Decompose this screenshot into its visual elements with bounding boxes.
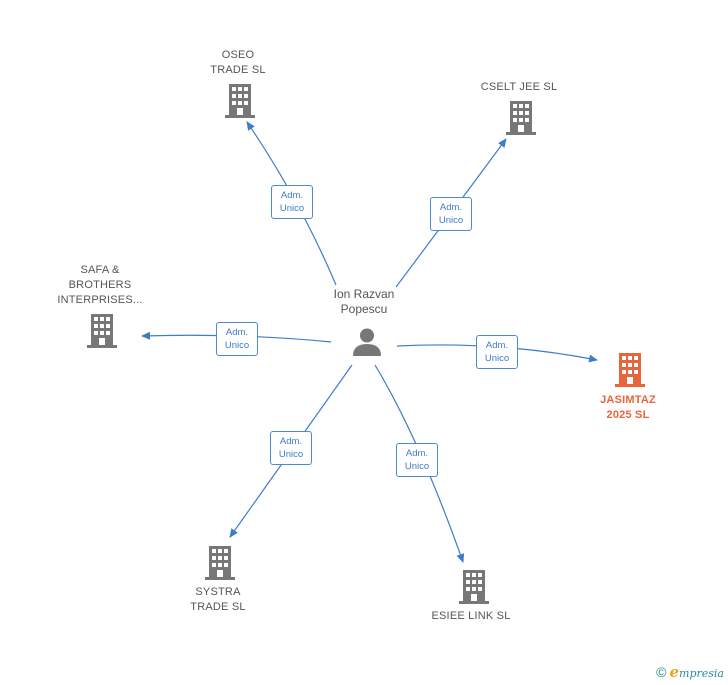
brand-logo: empresia — [669, 663, 724, 681]
company-label-oseo[interactable]: OSEO TRADE SL — [210, 49, 266, 76]
relation-label-cselt: Adm. Unico — [430, 197, 472, 231]
relation-label-jasimtaz: Adm. Unico — [476, 335, 518, 369]
relation-label-esiee: Adm. Unico — [396, 443, 438, 477]
building-icon[interactable] — [86, 314, 118, 348]
person-name[interactable]: Ion Razvan Popescu — [333, 287, 395, 316]
copyright-icon: © — [656, 664, 667, 680]
company-label-esiee[interactable]: ESIEE LINK SL — [431, 610, 511, 622]
company-label-systra[interactable]: SYSTRA TRADE SL — [190, 586, 246, 613]
brand-footer[interactable]: © empresia — [656, 663, 724, 681]
building-icon[interactable] — [505, 101, 537, 135]
building-icon[interactable] — [458, 570, 490, 604]
building-icon-highlighted[interactable] — [614, 353, 646, 387]
relation-label-safa: Adm. Unico — [216, 322, 258, 356]
company-label-safa[interactable]: SAFA & BROTHERS INTERPRISES... — [57, 264, 143, 306]
person-icon[interactable] — [351, 327, 383, 357]
building-icon[interactable] — [204, 546, 236, 580]
building-icon[interactable] — [224, 84, 256, 118]
company-label-cselt[interactable]: CSELT JEE SL — [480, 81, 558, 93]
relation-label-oseo: Adm. Unico — [271, 185, 313, 219]
company-label-jasimtaz[interactable]: JASIMTAZ 2025 SL — [600, 394, 656, 421]
relation-label-systra: Adm. Unico — [270, 431, 312, 465]
